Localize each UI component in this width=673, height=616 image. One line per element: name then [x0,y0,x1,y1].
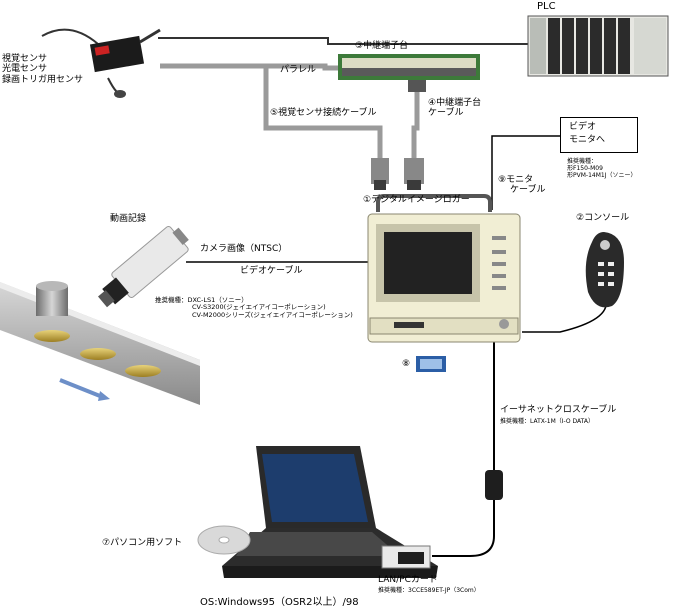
video-cable-label: ビデオケーブル [240,266,303,276]
logger-label: ①デジタルイメージロガー [363,195,470,205]
monitor-cable-line-2: ケーブル [510,185,546,196]
ethernet-recommended: 推奨機種：LATX-1M（I-O DATA） [500,418,594,425]
monitor-cable-line-1: ⑨モニタ [498,175,534,185]
pc-software-disc [197,525,251,555]
item8-label: ⑧ [402,359,411,369]
camera-device [98,226,189,308]
os-label: OS:Windows95（OSR2以上）/98 [200,597,359,608]
sensor-device [41,28,161,98]
terminal-block [338,54,480,92]
terminal-cable-line-2: ケーブル [428,108,464,119]
software-disc-8 [416,356,446,372]
parallel-label: パラレル [280,65,317,75]
video-monitor-line-1: ビデオ [569,122,597,132]
monitor-cable-label: ⑨モニタ ケーブル [498,175,545,196]
video-monitor-box: ビデオ モニタへ [560,117,638,153]
pc-software-label: ⑦パソコン用ソフト [102,538,183,548]
monitor-recommended: 推奨機種： 形F150-M09 形PVM-14M1J（ソニー） [567,158,637,180]
sensor-label-1: 視覚センサ [2,54,48,64]
sensor-label-3: 録画トリガ用センサ [2,74,84,85]
plc-label: PLC [537,1,556,12]
camera-recommended: 推奨機種：DXC-LS1（ソニー） CV-S3200(ジェイエイアイコーポレーシ… [155,296,353,319]
sensor-labels: 視覚センサ 光電センサ 録画トリガ用センサ [2,54,83,85]
monitor-cable-line [491,135,560,210]
camera-image-label: カメラ画像（NTSC） [200,244,288,254]
logger-connectors [371,158,424,190]
digital-image-logger [367,194,521,343]
ethernet-cable-line [432,340,495,557]
terminal-label: ③中継端子台 [355,41,409,51]
vision-cable-label: ⑤視覚センサ接続ケーブル [270,108,377,118]
parallel-cable [160,63,340,71]
terminal-cable [411,92,420,158]
video-monitor-line-2: モニタへ [569,135,606,145]
ethernet-connector [485,470,503,500]
monitor-recommended-2: 形F150-M09 [567,164,603,172]
terminal-cable-label: ④中継端子台 ケーブル [428,98,481,119]
ethernet-cable-label: イーサネットクロスケーブル [500,405,617,415]
console-label: ②コンソール [576,213,630,223]
conveyor [0,281,200,405]
console-device [585,232,624,308]
lan-card-recommended: 推奨機種：3CCE589ET-JP（3Com） [378,587,480,594]
video-record-label: 動画記録 [110,214,147,224]
lan-card-label: LAN/PCカード [378,575,438,585]
camera-recommended-3: CV-M2000シリーズ(ジェイエイアイコーポレーション) [192,310,353,319]
monitor-recommended-3: 形PVM-14M1J（ソニー） [567,171,637,179]
console-cable-line [522,299,607,333]
sensor-label-2: 光電センサ [2,64,48,75]
sensor-to-plc-line [158,37,540,45]
lan-pc-card [381,545,431,569]
plc-device [527,15,669,77]
camera-recommended-2: CV-S3200(ジェイエイアイコーポレーション) [192,303,326,312]
terminal-cable-line-1: ④中継端子台 [428,98,482,108]
camera-recommended-1: 推奨機種：DXC-LS1（ソニー） [155,296,248,304]
monitor-recommended-1: 推奨機種： [567,158,598,165]
vision-sensor-cable [256,63,383,158]
